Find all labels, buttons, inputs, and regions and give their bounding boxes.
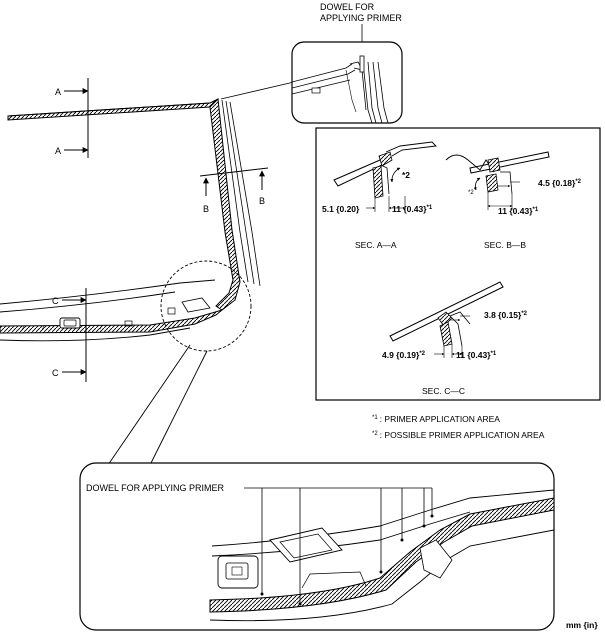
sec-bb-title: SEC. B—B bbox=[484, 240, 526, 250]
svg-text:*2: POSSIBLE PRIMER APPLICATIO: *2: POSSIBLE PRIMER APPLICATION AREA bbox=[372, 430, 545, 440]
sec-cc-dim-top-ref: *2 bbox=[521, 311, 527, 317]
section-c-label-top: C bbox=[52, 296, 59, 306]
section-c-label-bottom: C bbox=[52, 368, 59, 378]
sec-cc-dim-right-ref: *1 bbox=[491, 351, 497, 357]
legend-note1: PRIMER APPLICATION AREA bbox=[384, 414, 500, 424]
section-a-label-bottom: A bbox=[55, 146, 61, 156]
section-a-label-top: A bbox=[55, 87, 61, 97]
sec-aa-dim-right-ref: *1 bbox=[427, 205, 433, 211]
svg-text:3.8 {0.15}*2: 3.8 {0.15}*2 bbox=[484, 310, 528, 320]
section-b-markers: B B bbox=[199, 167, 269, 214]
top-detail-inset bbox=[291, 41, 403, 124]
svg-text:11 {0.43}*1: 11 {0.43}*1 bbox=[456, 350, 497, 360]
top-callout-line2: APPLYING PRIMER bbox=[320, 13, 402, 23]
legend-note2: POSSIBLE PRIMER APPLICATION AREA bbox=[384, 430, 544, 440]
legend-note2-ref: *2 bbox=[372, 431, 378, 437]
sec-aa-title: SEC. A—A bbox=[355, 240, 397, 250]
sec-bb-dim-top-ref: *2 bbox=[575, 179, 581, 185]
svg-text:4.5 {0.18}*2: 4.5 {0.18}*2 bbox=[538, 178, 582, 188]
sec-bb-dim-top: 4.5 {0.18} bbox=[538, 178, 576, 188]
sec-cc-dim-left-ref: *2 bbox=[419, 351, 425, 357]
sec-bb: *2 4.5 {0.18}*2 11 {0.43}*1 SEC. B—B bbox=[445, 151, 582, 250]
windshield-frame bbox=[0, 81, 295, 466]
svg-text:4.9 {0.19}*2: 4.9 {0.19}*2 bbox=[382, 350, 426, 360]
legend-note1-ref: *1 bbox=[372, 415, 378, 421]
bottom-detail: DOWEL FOR APPLYING PRIMER bbox=[79, 462, 555, 631]
sec-cc: 3.8 {0.15}*2 4.9 {0.19}*2 11 {0.43}*1 SE… bbox=[382, 281, 528, 396]
sec-aa-dim-left: 5.1 {0.20} bbox=[322, 204, 360, 214]
section-detail-box: *2 5.1 {0.20} 11 {0.43}*1 SEC. A—A *2 4.… bbox=[315, 127, 601, 401]
sec-aa-dim-right: 11 {0.43} bbox=[392, 204, 427, 214]
sec-cc-dim-right: 11 {0.43} bbox=[456, 350, 491, 360]
sec-bb-angle-ref: *2 bbox=[468, 190, 474, 196]
sec-cc-title: SEC. C—C bbox=[422, 386, 465, 396]
units-label: mm {in} bbox=[566, 620, 598, 630]
sec-cc-dim-top: 3.8 {0.15} bbox=[484, 310, 522, 320]
top-callout-line1: DOWEL FOR bbox=[320, 2, 375, 12]
legend: *1: PRIMER APPLICATION AREA *2: POSSIBLE… bbox=[372, 414, 545, 440]
sec-aa-angle-ref: *2 bbox=[402, 170, 410, 180]
dowel-leaders bbox=[260, 488, 434, 606]
bottom-callout-label: DOWEL FOR APPLYING PRIMER bbox=[86, 483, 225, 493]
section-a-markers: A A bbox=[55, 78, 89, 158]
svg-text:11 {0.43}*1: 11 {0.43}*1 bbox=[498, 206, 539, 216]
sec-cc-dim-left: 4.9 {0.19} bbox=[382, 350, 420, 360]
section-b-label-right: B bbox=[259, 196, 265, 206]
section-c-markers: C C bbox=[52, 288, 87, 382]
sec-bb-dim-bottom: 11 {0.43} bbox=[498, 206, 533, 216]
section-b-label-left: B bbox=[203, 204, 209, 214]
top-callout: DOWEL FOR APPLYING PRIMER bbox=[291, 2, 403, 124]
sec-bb-dim-bottom-ref: *1 bbox=[533, 207, 539, 213]
svg-text:*1: PRIMER APPLICATION AREA: *1: PRIMER APPLICATION AREA bbox=[372, 414, 500, 424]
sec-aa: *2 5.1 {0.20} 11 {0.43}*1 SEC. A—A bbox=[322, 141, 437, 250]
svg-text:11 {0.43}*1: 11 {0.43}*1 bbox=[392, 204, 433, 214]
